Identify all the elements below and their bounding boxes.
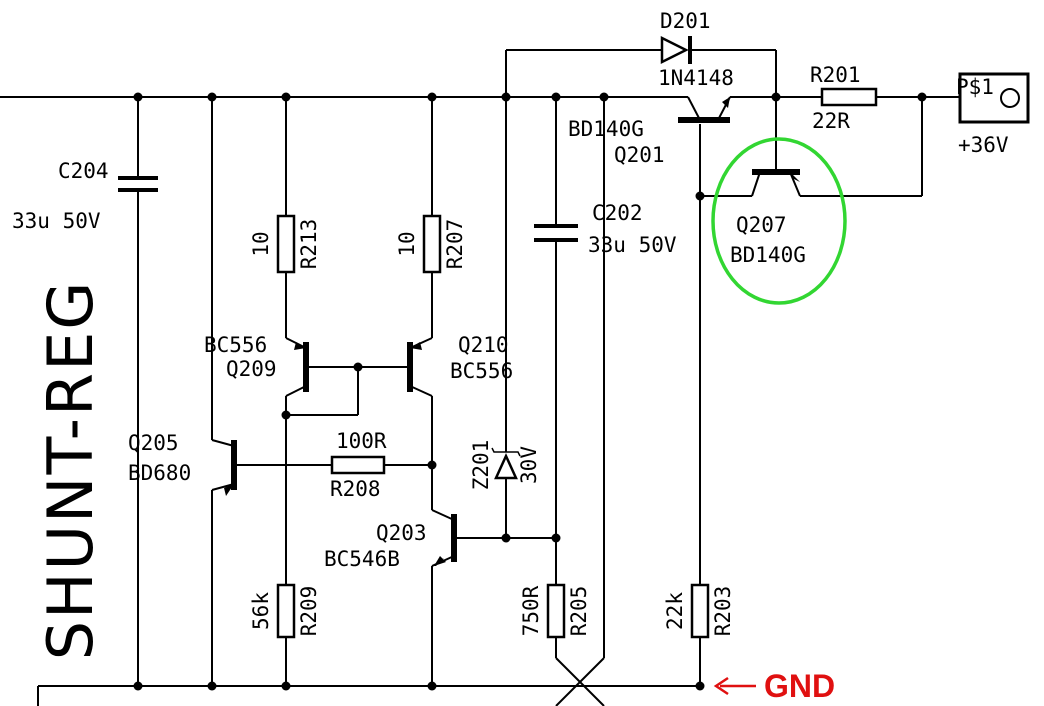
resistor-r213: 10 R213 [249,214,321,274]
r201-ref: R201 [810,63,861,87]
transistor-q209: BC556 Q209 [204,333,309,392]
resistor-r201: R201 22R [810,63,878,133]
block-label: SHUNT-REG [34,280,107,661]
resistor-r208: 100R R208 [330,429,387,501]
c202-value: 33u 50V [588,233,677,257]
capacitor-c204: C204 33u 50V [12,159,158,233]
connector-name: P$1 [956,75,994,99]
r208-ref: R208 [330,477,381,501]
q210-value: BC556 [450,359,513,383]
connector-p1: P$1 +36V [956,72,1030,157]
r209-ref: R209 [297,586,321,637]
capacitor-c202: C202 33u 50V [534,201,677,257]
transistor-q205: Q205 BD680 [128,431,237,496]
r208-value: 100R [336,429,387,453]
r203-value: 22k [663,592,687,630]
q207-highlight-circle [711,137,847,305]
r203-ref: R203 [711,586,735,637]
resistor-r207: 10 R207 [395,214,467,274]
transistor-q210: Q210 BC556 [407,333,513,392]
r207-value: 10 [395,231,419,256]
q205-ref: Q205 [128,431,179,455]
q203-value: BC546B [324,547,400,571]
q210-ref: Q210 [458,333,509,357]
transistor-q207: Q207 BD140G [730,166,806,267]
r205-value: 750R [519,585,543,636]
c202-ref: C202 [592,201,643,225]
c204-value: 33u 50V [12,209,101,233]
d201-value: 1N4148 [658,66,734,90]
r209-value: 56k [249,592,273,630]
diode-d201: D201 1N4148 [658,9,734,90]
r213-ref: R213 [297,219,321,270]
q201-ref: Q201 [614,143,665,167]
r201-value: 22R [812,109,850,133]
connector-voltage: +36V [958,133,1009,157]
z201-value: 30V [517,446,541,484]
q203-ref: Q203 [376,521,427,545]
q207-ref: Q207 [736,213,787,237]
q205-value: BD680 [128,461,191,485]
resistor-r205: 750R R205 [519,583,591,639]
transistor-q201: BD140G Q201 [568,96,731,167]
junction-dots [133,92,927,691]
q201-value: BD140G [568,117,644,141]
transistor-q203: Q203 BC546B [324,514,457,571]
q209-ref: Q209 [226,357,277,381]
gnd-annotation: GND [713,668,835,704]
resistor-r209: 56k R209 [249,583,321,639]
c204-ref: C204 [58,159,109,183]
zener-z201: Z201 30V [469,440,541,491]
r207-ref: R207 [443,219,467,270]
q207-value: BD140G [730,243,806,267]
q209-value: BC556 [204,333,267,357]
r213-value: 10 [249,231,273,256]
resistor-r203: 22k R203 [663,583,735,639]
z201-ref: Z201 [469,440,493,491]
gnd-label: GND [764,668,835,704]
d201-ref: D201 [660,9,711,33]
wires [0,49,960,706]
r205-ref: R205 [567,586,591,637]
